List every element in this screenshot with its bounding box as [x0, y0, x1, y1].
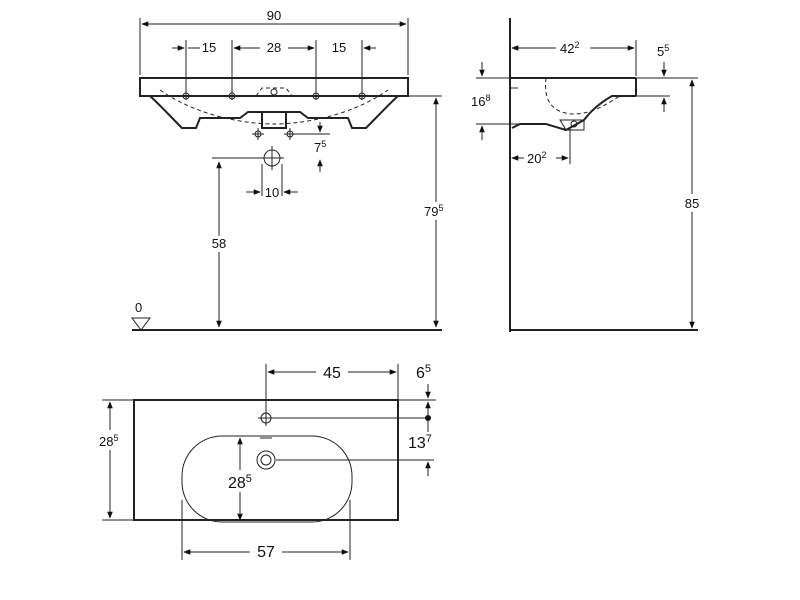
tap-hole-markers	[180, 88, 368, 100]
dim-drain-from-back: 137	[408, 433, 432, 452]
drain-connections	[252, 128, 296, 170]
drain-hole	[256, 450, 276, 470]
dim-tap-hole-x: 45	[323, 365, 341, 382]
basin-rim	[139, 77, 409, 97]
bowl-hidden-line	[159, 89, 389, 125]
dim-drain-from-wall: 202	[527, 150, 546, 166]
floor-level-marker	[131, 317, 151, 331]
dim-side-depth: 422	[560, 40, 579, 56]
floor-level-label: 0	[135, 300, 142, 315]
side-basin-body	[511, 95, 636, 132]
dim-bowl-width: 57	[257, 544, 275, 561]
dim-drain-spacing: 10	[265, 185, 279, 200]
dim-tap-hole-from-back: 65	[416, 363, 431, 382]
bowl-outline	[181, 435, 353, 523]
dim-rim-height: 85	[685, 196, 699, 211]
basin-body	[149, 95, 399, 129]
dim-width-total: 90	[267, 8, 281, 23]
dim-drain-height: 58	[212, 236, 226, 251]
dim-total-height: 795	[424, 203, 443, 219]
dim-tap-offset-left: 15	[202, 40, 216, 55]
dim-tap-offset-right: 15	[332, 40, 346, 55]
dim-rim-thickness: 55	[657, 43, 669, 59]
dim-bowl-depth-top: 285	[228, 473, 252, 492]
top-view: 45 65 137 285 285 57	[96, 362, 436, 561]
dim-top-depth: 285	[99, 433, 118, 449]
dim-drain-offset: 75	[314, 139, 326, 155]
dim-bowl-depth: 168	[471, 93, 490, 109]
side-view: 422 55 168 202 85	[471, 18, 704, 332]
siphon	[261, 112, 287, 129]
front-view: 90 15 28 15	[131, 8, 452, 331]
dim-tap-spacing: 28	[267, 40, 281, 55]
